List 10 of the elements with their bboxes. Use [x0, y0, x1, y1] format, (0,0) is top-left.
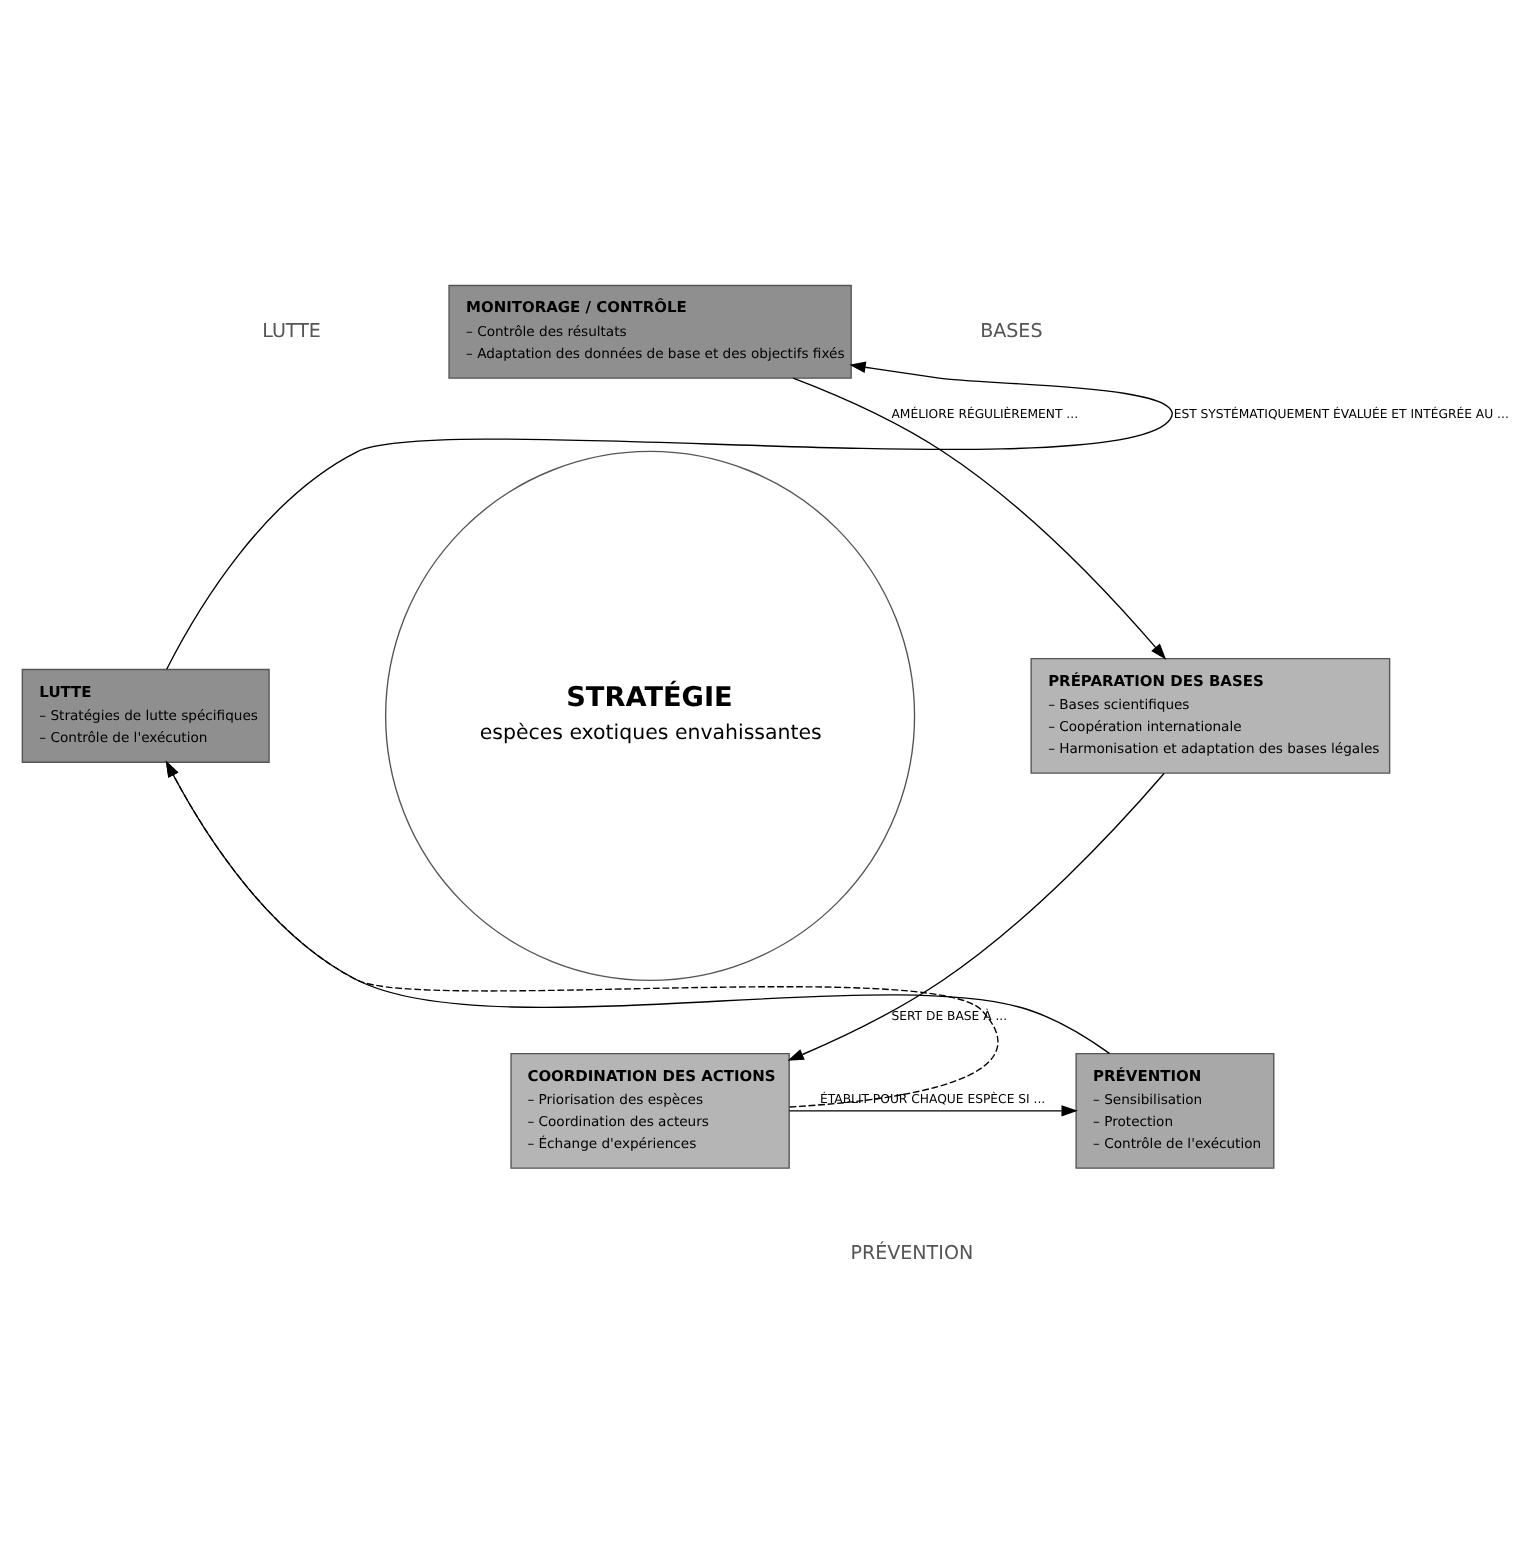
arrow	[165, 759, 1111, 1054]
arrow	[787, 771, 1165, 1060]
arrow	[165, 759, 999, 1107]
arrow	[792, 376, 1167, 659]
node-circle: STRATÉGIE espèces exotiques envahissantes	[384, 449, 916, 980]
label: BASES	[980, 319, 1043, 342]
label: PRÉVENTION	[850, 1242, 974, 1265]
label: LUTTE	[262, 319, 321, 342]
arrow	[788, 1104, 1078, 1116]
arrow	[166, 360, 1173, 669]
